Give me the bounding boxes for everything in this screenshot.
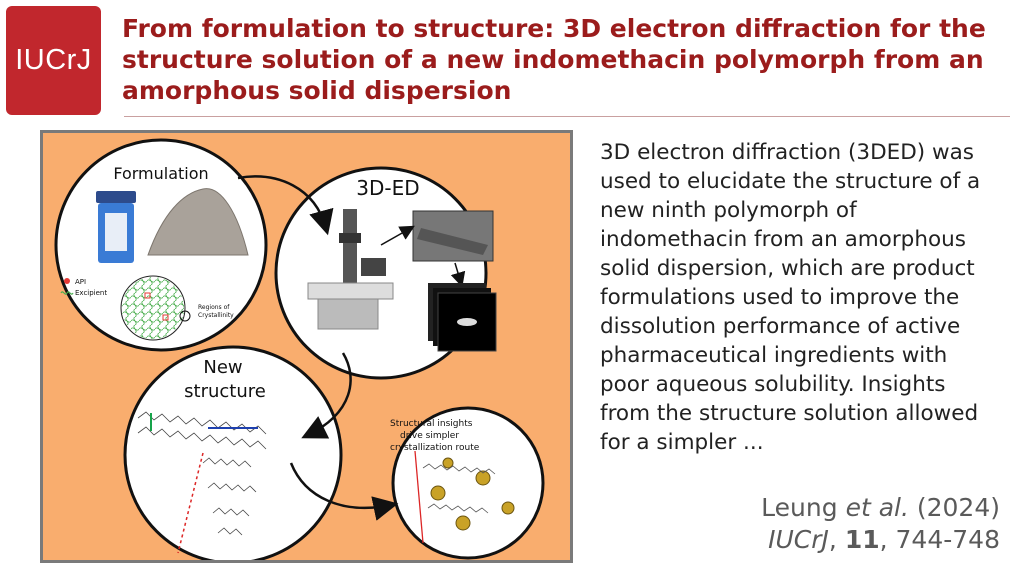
- citation-pages: 744-748: [895, 525, 1000, 554]
- api-dot-icon: [64, 278, 70, 284]
- diffraction-pattern-stack: [428, 283, 497, 352]
- arrow-ed-to-structure: [301, 352, 352, 439]
- excipient-mesh: [122, 277, 184, 339]
- abstract-text: 3D electron diffraction (3DED) was used …: [600, 140, 981, 455]
- citation-volume: 11: [844, 525, 880, 554]
- arrow-formulation-to-ed: [237, 175, 334, 236]
- citation-year: (2024): [916, 493, 1000, 522]
- new-structure-label-1: New: [203, 357, 242, 378]
- title-divider: [124, 116, 1010, 117]
- formulation-label: Formulation: [113, 164, 208, 183]
- graphical-abstract-drawing: Formulation API Excipient Regions of Cry…: [54, 138, 545, 560]
- insights-label-2: drive simpler: [400, 431, 459, 441]
- citation-line-1: Leung et al. (2024): [761, 492, 1000, 524]
- article-title: From formulation to structure: 3D electr…: [122, 14, 986, 105]
- arrow-structure-to-insights: [289, 462, 399, 521]
- graphical-abstract: Formulation API Excipient Regions of Cry…: [40, 130, 573, 563]
- citation-line-2: IUCrJ, 11, 744-748: [768, 525, 1000, 554]
- regions-label-2: Crystallinity: [198, 312, 234, 319]
- crystallization-packing: [422, 457, 515, 531]
- ed-label: 3D-ED: [356, 176, 419, 200]
- electron-microscope-icon: [307, 209, 394, 330]
- excipient-squiggle-icon: [60, 291, 74, 295]
- legend-excipient: Excipient: [75, 289, 107, 297]
- regions-label-1: Regions of: [198, 304, 230, 311]
- crystal-region-marker: [179, 310, 191, 322]
- insights-label-3: crystallization route: [390, 443, 480, 453]
- new-structure-circle: [123, 345, 343, 560]
- citation-journal: IUCrJ: [768, 525, 829, 554]
- insights-circle: [391, 406, 545, 560]
- logo-text: IUCrJ: [15, 44, 92, 76]
- legend-api: API: [75, 278, 86, 286]
- insights-label-1: Structural insights: [390, 419, 473, 429]
- citation-authors: Leung: [761, 493, 838, 522]
- citation: Leung et al. (2024) IUCrJ, 11, 744-748: [761, 492, 1000, 556]
- pill-bottle-icon: [96, 191, 136, 263]
- new-structure-label-2: structure: [184, 381, 266, 402]
- powder-pile-icon: [147, 188, 249, 256]
- iucrj-logo: IUCrJ: [6, 6, 101, 115]
- crystal-structure-packing: [137, 411, 267, 536]
- citation-etal: et al.: [845, 493, 909, 522]
